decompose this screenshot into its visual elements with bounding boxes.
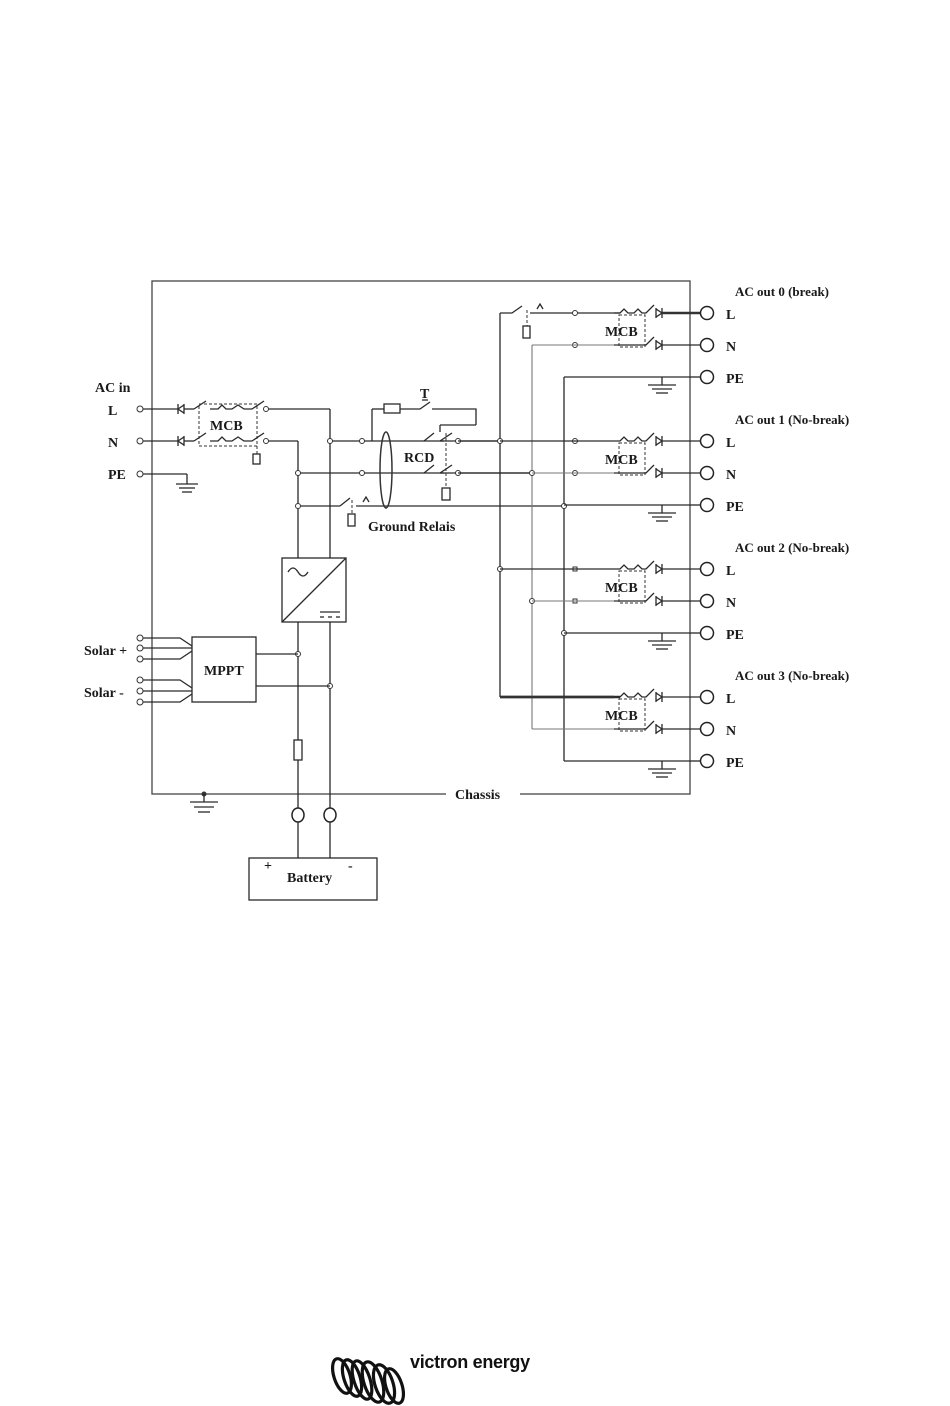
ac-out-3-pe-label: PE <box>726 756 744 771</box>
chassis-label: Chassis <box>455 788 501 803</box>
ac-out-2-l-terminal[interactable] <box>701 563 714 576</box>
battery-label: Battery <box>287 871 332 886</box>
ac-out-1-pe-terminal[interactable] <box>701 499 714 512</box>
battery-minus-label: - <box>348 859 353 874</box>
ac-out-1-pe-label: PE <box>726 500 744 515</box>
ac-out-3-l-terminal[interactable] <box>701 691 714 704</box>
ac-out-0-l-label: L <box>726 308 735 323</box>
t-label: T <box>420 387 430 402</box>
ac-out-3-l-label: L <box>726 692 735 707</box>
ac-out-0-group: AC out 0 (break) MCB L N PE <box>532 284 829 393</box>
ac-out-1-group: AC out 1 (No-break) MCB L N PE <box>500 412 849 521</box>
ac-out-2-n-terminal[interactable] <box>701 595 714 608</box>
ac-out-0-title: AC out 0 (break) <box>735 284 829 299</box>
ac-out-2-l-label: L <box>726 564 735 579</box>
ac-in-pe-terminal[interactable] <box>137 471 143 477</box>
ac-in-n-label: N <box>108 436 118 451</box>
ac-out-0-l-terminal[interactable] <box>701 307 714 320</box>
ac-out-3-title: AC out 3 (No-break) <box>735 668 849 683</box>
ac-out-2-pe-terminal[interactable] <box>701 627 714 640</box>
battery-plus-label: + <box>264 859 272 874</box>
ac-out-1-n-label: N <box>726 468 736 483</box>
ac-out-0-pe-label: PE <box>726 372 744 387</box>
brand-name: victron energy <box>410 1352 530 1373</box>
ac-out-1-n-terminal[interactable] <box>701 467 714 480</box>
ac-out-2-mcb-label: MCB <box>605 581 638 596</box>
ac-out-3-pe-terminal[interactable] <box>701 755 714 768</box>
ac-out-0-n-terminal[interactable] <box>701 339 714 352</box>
ac-out-2-pe-label: PE <box>726 628 744 643</box>
ac-out-3-mcb-label: MCB <box>605 709 638 724</box>
ac-out-3-group: AC out 3 (No-break) MCB L N PE <box>500 668 849 777</box>
ground-relay-label: Ground Relais <box>368 520 456 535</box>
ac-out-2-n-label: N <box>726 596 736 611</box>
battery-connection <box>249 808 377 900</box>
ac-in-mcb-label: MCB <box>210 419 243 434</box>
ac-in-pe-label: PE <box>108 468 126 483</box>
ac-in-title: AC in <box>95 381 131 396</box>
ac-in-l-label: L <box>108 404 117 419</box>
ac-out-1-l-terminal[interactable] <box>701 435 714 448</box>
solar-plus-label: Solar + <box>84 644 127 659</box>
solar-minus-label: Solar - <box>84 686 124 701</box>
inverter-charger-symbol <box>282 558 346 808</box>
ac-out-3-n-label: N <box>726 724 736 739</box>
ac-out-0-pe-terminal[interactable] <box>701 371 714 384</box>
ac-in-wiring <box>143 401 330 492</box>
ac-out-0-n-label: N <box>726 340 736 355</box>
ac-out-2-title: AC out 2 (No-break) <box>735 540 849 555</box>
output-distribution-bus <box>458 304 620 761</box>
ac-out-1-title: AC out 1 (No-break) <box>735 412 849 427</box>
ac-out-1-mcb-label: MCB <box>605 453 638 468</box>
ac-out-2-group: AC out 2 (No-break) MCB L N PE <box>500 540 849 649</box>
ac-out-3-n-terminal[interactable] <box>701 723 714 736</box>
ac-in-n-terminal[interactable] <box>137 438 143 444</box>
ac-in-l-terminal[interactable] <box>137 406 143 412</box>
ac-out-0-mcb-label: MCB <box>605 325 638 340</box>
ac-out-1-l-label: L <box>726 436 735 451</box>
rcd-label: RCD <box>404 451 434 466</box>
mppt-label: MPPT <box>204 664 244 679</box>
